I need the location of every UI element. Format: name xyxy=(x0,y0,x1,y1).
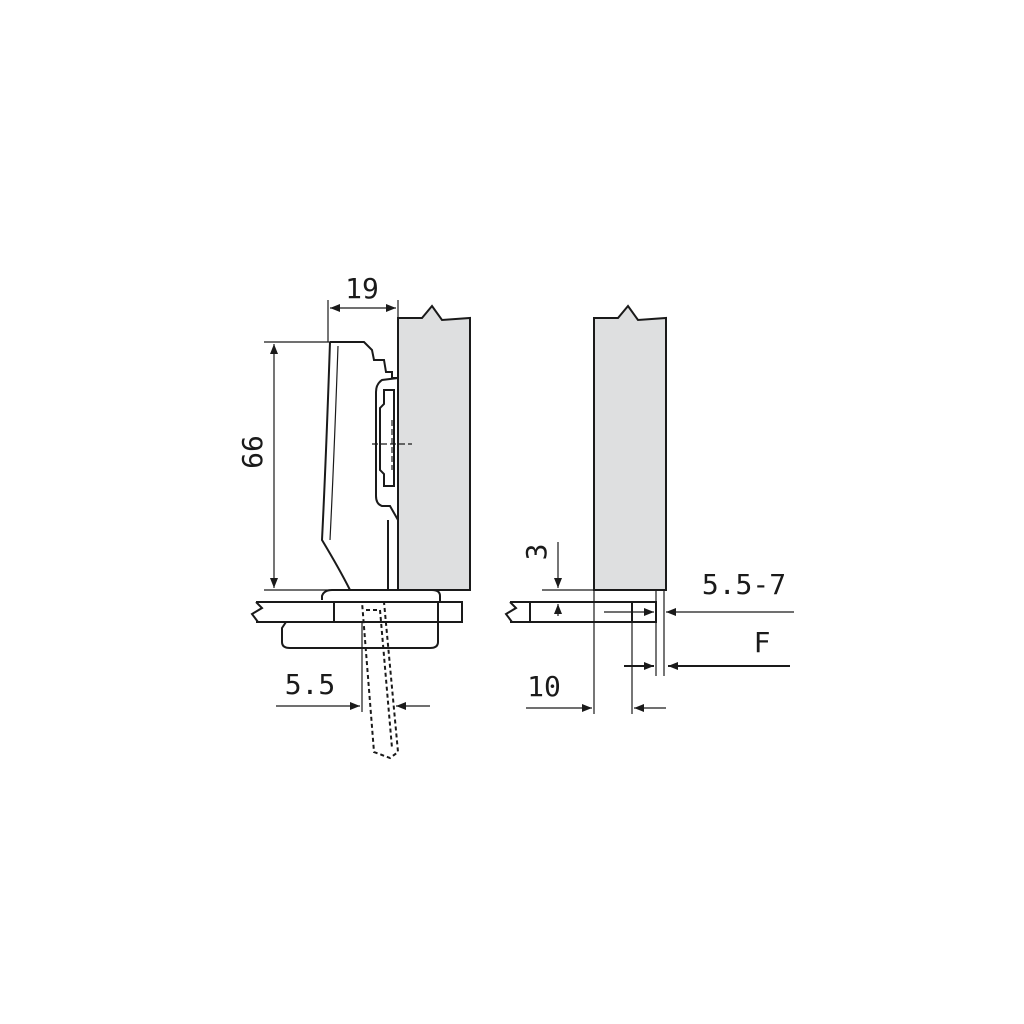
dimension-10: 10 xyxy=(526,590,666,714)
hinge-body xyxy=(320,341,412,591)
left-view: 19 66 5.5 xyxy=(236,272,471,760)
dimension-5-5-label: 5.5 xyxy=(285,668,336,701)
right-view: 3 5.5-7 F 10 xyxy=(504,304,794,714)
dimension-66: 66 xyxy=(236,341,330,591)
dimension-19: 19 xyxy=(327,272,399,342)
force-label: F xyxy=(754,626,771,659)
mounting-plate xyxy=(250,589,463,649)
dimension-3: 3 xyxy=(520,542,594,616)
dimension-5-5-7: 5.5-7 xyxy=(604,568,794,676)
dimension-19-label: 19 xyxy=(345,272,379,305)
screw-dashed xyxy=(361,601,400,760)
dimension-5-5: 5.5 xyxy=(276,622,430,712)
left-side-panel xyxy=(397,304,471,591)
dimension-66-label: 66 xyxy=(236,435,269,469)
force-indicator: F xyxy=(624,626,790,670)
dimension-10-label: 10 xyxy=(527,670,561,703)
right-side-panel xyxy=(593,304,667,591)
dimension-5-5-7-label: 5.5-7 xyxy=(702,568,786,601)
dimension-3-label: 3 xyxy=(520,544,553,561)
